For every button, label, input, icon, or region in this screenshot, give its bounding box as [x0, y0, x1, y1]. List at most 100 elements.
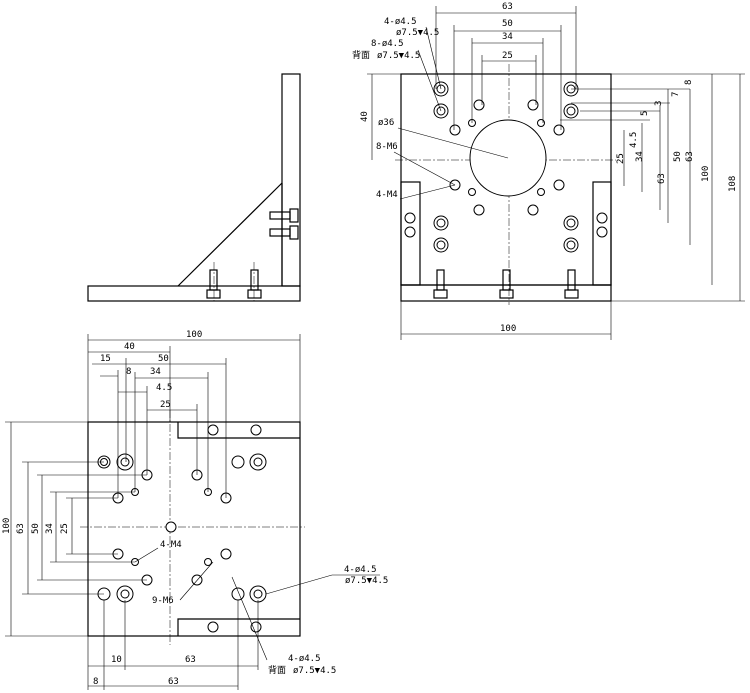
- bottom-dim-8b: 8: [93, 677, 98, 687]
- bottom-dim-left-34: 34: [45, 523, 55, 534]
- bottom-rib-hole: [250, 424, 262, 436]
- top-right-rib: [592, 181, 612, 286]
- bottom-hole: [204, 558, 212, 566]
- top-dims-bottom: 100: [400, 301, 612, 340]
- top-rib-hole: [404, 226, 416, 238]
- top-dim-63: 63: [502, 2, 513, 12]
- top-base-plate: [400, 284, 612, 302]
- bottom-dim-4-5: 4.5: [156, 383, 172, 393]
- top-dim-63b: 63: [685, 151, 695, 162]
- bottom-hole: [165, 521, 177, 533]
- bottom-rib-hole: [207, 424, 219, 436]
- bottom-dim-10: 10: [111, 655, 122, 665]
- side-view: [87, 73, 301, 302]
- bottom-dim-left-63: 63: [16, 523, 26, 534]
- top-hole: [527, 99, 539, 111]
- top-note-4-hole: 4-ø4.5: [384, 17, 417, 27]
- top-hole: [468, 188, 476, 196]
- top-hole: [537, 188, 545, 196]
- bottom-hole: [220, 548, 232, 560]
- top-dims-top: 63 50 34 25: [435, 2, 577, 130]
- top-hole: [553, 124, 565, 136]
- side-base-screw-middle: [247, 269, 262, 299]
- top-dim-100: 100: [500, 324, 516, 334]
- bottom-rib-bottom: [177, 618, 300, 636]
- side-gusset-edge: [177, 182, 283, 287]
- top-hole: [436, 240, 446, 250]
- top-hole: [566, 106, 576, 116]
- top-hole: [537, 119, 545, 127]
- top-rib-hole: [404, 212, 416, 224]
- top-note-m6: 8-M6: [376, 142, 398, 152]
- top-base-screws: [433, 269, 579, 299]
- bottom-note-cbore-back: ø7.5▼4.5: [293, 666, 336, 676]
- side-vertical-plate: [281, 73, 301, 287]
- top-dim-34: 34: [635, 151, 645, 162]
- bottom-dims-bottom: 10 63 8 63: [87, 600, 259, 690]
- bottom-dim-40: 40: [124, 342, 135, 352]
- top-dim-5: 5: [640, 111, 650, 116]
- top-note-counterbore-back: ø7.5▼4.5: [377, 51, 420, 61]
- top-dim-40: 40: [360, 111, 370, 122]
- bottom-rib-top: [177, 422, 300, 439]
- bottom-holes: [97, 424, 267, 633]
- side-vertical-screw-bottom: [269, 225, 299, 240]
- top-note-bore: ø36: [378, 118, 394, 128]
- bottom-note-back: 背面: [268, 664, 286, 676]
- bottom-dim-63b: 63: [168, 677, 179, 687]
- bottom-note-hole: 4-ø4.5: [344, 565, 377, 575]
- top-hole: [527, 204, 539, 216]
- bottom-note-m4: 4-M4: [160, 540, 182, 550]
- bottom-hole: [253, 457, 263, 467]
- top-left-rib: [400, 181, 421, 286]
- side-vertical-screw-top: [269, 208, 299, 223]
- bottom-notes: 4-M4 9-M6 4-ø4.5 ø7.5▼4.5 4-ø4.5 背面 ø7.5…: [134, 540, 388, 676]
- bottom-dim-15: 15: [100, 354, 111, 364]
- side-base-screw-left: [206, 269, 221, 299]
- bottom-dim-50: 50: [158, 354, 169, 364]
- top-dim-63: 63: [657, 173, 667, 184]
- bottom-note-m6: 9-M6: [152, 596, 174, 606]
- bottom-dim-8: 8: [126, 367, 131, 377]
- bottom-hole: [231, 587, 245, 601]
- top-note-m4: 4-M4: [376, 190, 398, 200]
- top-hole: [553, 179, 565, 191]
- bottom-dim-left-50: 50: [31, 523, 41, 534]
- side-base-plate: [87, 285, 301, 302]
- bottom-hole: [253, 589, 263, 599]
- top-notes: 4-ø4.5 ø7.5▼4.5 8-ø4.5 背面 ø7.5▼4.5 ø36 8…: [352, 17, 509, 200]
- bottom-hole: [120, 457, 130, 467]
- top-dim-7: 7: [671, 92, 681, 97]
- bottom-dim-34: 34: [150, 367, 161, 377]
- bottom-view: 100 40 15 50 8 34 4.5 25: [2, 330, 388, 690]
- bottom-hole: [231, 455, 245, 469]
- bottom-dim-25: 25: [160, 400, 171, 410]
- bottom-dim-63: 63: [185, 655, 196, 665]
- top-dim-34: 34: [502, 32, 513, 42]
- top-dim-50: 50: [502, 19, 513, 29]
- bottom-rib-hole: [207, 621, 219, 633]
- bottom-hole: [120, 589, 130, 599]
- top-hole: [449, 124, 461, 136]
- top-hole: [436, 218, 446, 228]
- top-hole: [473, 99, 485, 111]
- top-note-counterbore: ø7.5▼4.5: [396, 28, 439, 38]
- bottom-note-cbore: ø7.5▼4.5: [345, 576, 388, 586]
- top-note-8-hole: 8-ø4.5: [371, 39, 404, 49]
- bottom-rib-hole: [250, 621, 262, 633]
- top-dim-3: 3: [654, 101, 664, 106]
- top-dim-108: 108: [728, 176, 738, 192]
- top-note-back: 背面: [352, 49, 370, 61]
- bottom-dim-left-25: 25: [60, 523, 70, 534]
- top-dims-right: 8 7 3 5 4.5 25 34 50 63 63 100 108: [560, 73, 745, 302]
- top-hole: [473, 204, 485, 216]
- top-hole: [566, 240, 576, 250]
- top-rib-hole: [596, 212, 608, 224]
- top-view: 63 50 34 25 100 40: [352, 2, 745, 340]
- top-dim-4-5: 4.5: [629, 132, 639, 148]
- bottom-note-hole-back: 4-ø4.5: [288, 654, 321, 664]
- top-dims-left: 40: [360, 73, 401, 160]
- bottom-plate: [87, 421, 301, 637]
- top-rib-hole: [596, 226, 608, 238]
